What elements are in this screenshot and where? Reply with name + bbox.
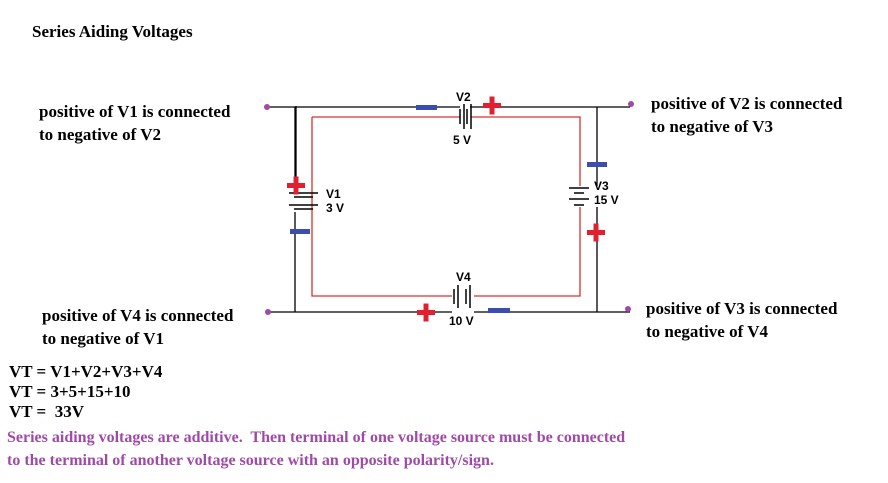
v3-minus-sign bbox=[587, 162, 607, 167]
battery-v3-symbol bbox=[569, 187, 589, 206]
v1-plus-sign bbox=[287, 176, 305, 195]
note-line: positive of V4 is connected bbox=[42, 306, 234, 325]
node-dot-top-left bbox=[264, 104, 270, 110]
note-line: positive of V2 is connected bbox=[651, 94, 843, 113]
v4-name: V4 bbox=[456, 270, 471, 284]
node-dot-bottom-left bbox=[265, 309, 271, 315]
circuit-wires bbox=[266, 106, 630, 313]
summary-line: Series aiding voltages are additive. The… bbox=[7, 429, 626, 446]
v2-name: V2 bbox=[456, 90, 471, 104]
note-line: positive of V1 is connected bbox=[39, 102, 231, 121]
node-dot-bottom-right bbox=[625, 306, 631, 312]
note-v4-v1: positive of V4 is connected to negative … bbox=[42, 304, 233, 350]
summary-line: to the terminal of another voltage sourc… bbox=[7, 452, 494, 469]
equation-line: VT = V1+V2+V3+V4 bbox=[9, 362, 163, 381]
v2-plus-sign bbox=[483, 96, 501, 115]
v2-minus-sign bbox=[416, 105, 437, 110]
note-line: to negative of V1 bbox=[42, 329, 164, 348]
node-dots bbox=[264, 101, 634, 315]
note-line: to negative of V2 bbox=[39, 125, 161, 144]
note-v1-v2: positive of V1 is connected to negative … bbox=[39, 100, 230, 146]
equation-line: VT = 33V bbox=[9, 402, 85, 421]
note-line: to negative of V3 bbox=[651, 117, 773, 136]
v4-minus-sign bbox=[488, 308, 510, 313]
node-dot-top-right bbox=[628, 101, 634, 107]
v4-plus-sign bbox=[417, 303, 435, 322]
note-line: positive of V3 is connected bbox=[646, 299, 838, 318]
note-v3-v4: positive of V3 is connected to negative … bbox=[646, 297, 837, 343]
page-title: Series Aiding Voltages bbox=[32, 22, 193, 41]
v3-name: V3 bbox=[594, 179, 609, 193]
v1-name: V1 bbox=[326, 187, 341, 201]
battery-v4-symbol bbox=[453, 285, 471, 308]
equations: VT = V1+V2+V3+V4 VT = 3+5+15+10 VT = 33V bbox=[9, 362, 162, 422]
v2-value: 5 V bbox=[453, 133, 471, 147]
equation-line: VT = 3+5+15+10 bbox=[9, 382, 131, 401]
v3-plus-sign bbox=[587, 223, 605, 242]
v1-minus-sign bbox=[290, 229, 310, 234]
note-v2-v3: positive of V2 is connected to negative … bbox=[651, 92, 842, 138]
current-path bbox=[311, 116, 581, 297]
plus-markers bbox=[287, 96, 605, 322]
v1-value: 3 V bbox=[326, 201, 344, 215]
summary-text: Series aiding voltages are additive. The… bbox=[7, 426, 625, 472]
v4-value: 10 V bbox=[449, 314, 474, 328]
minus-markers bbox=[290, 105, 607, 313]
battery-v1-symbol bbox=[289, 192, 318, 210]
v3-value: 15 V bbox=[594, 193, 619, 207]
battery-v2-symbol bbox=[459, 104, 472, 129]
note-line: to negative of V4 bbox=[646, 322, 768, 341]
